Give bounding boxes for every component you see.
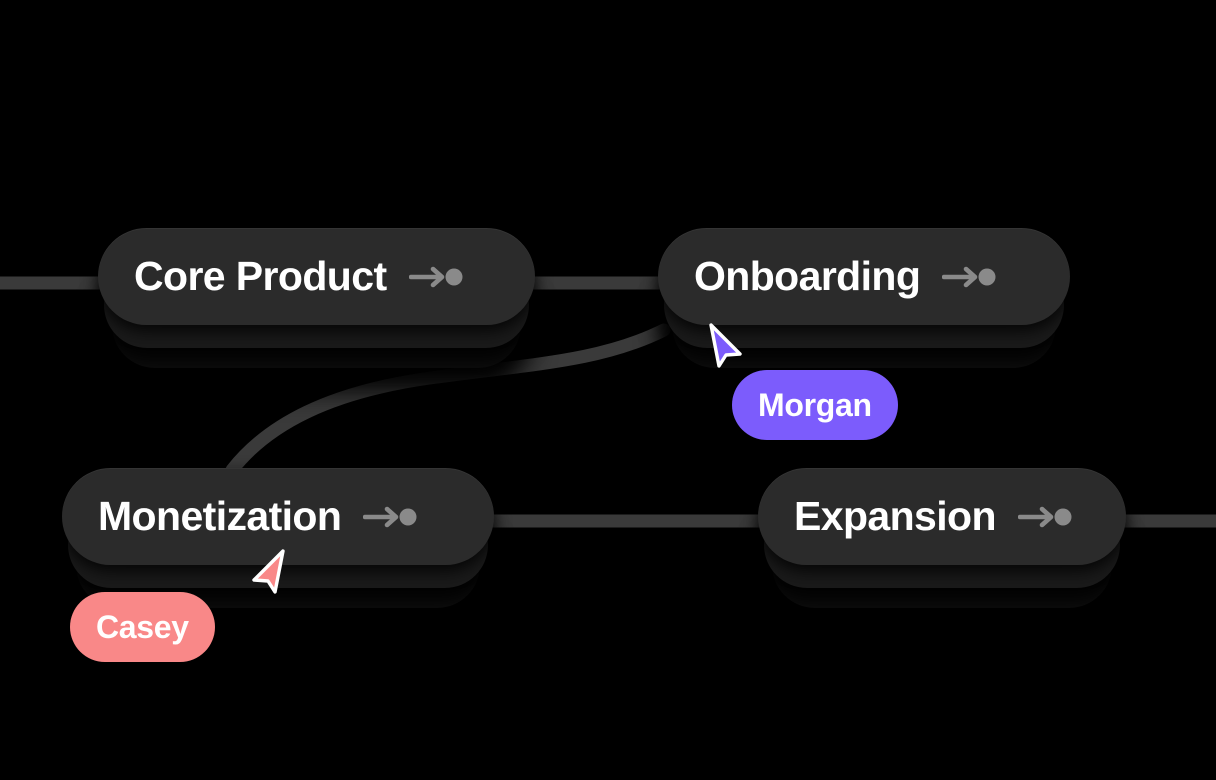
node-card-onboarding[interactable]: Onboarding [658,228,1070,325]
arrow-to-dot-icon[interactable] [1017,502,1072,532]
arrow-to-dot-icon[interactable] [363,502,417,532]
collaborator-name: Casey [96,608,189,645]
node-card-core-product[interactable]: Core Product [98,228,535,325]
node-expansion[interactable]: Expansion [742,468,1142,608]
node-label: Onboarding [694,253,921,299]
arrow-to-dot-icon[interactable] [942,262,996,292]
node-onboarding[interactable]: Onboarding [642,228,1086,368]
cursor-pointer-icon-morgan [706,322,746,368]
collaborator-name: Morgan [758,386,872,423]
node-label: Monetization [98,493,342,539]
node-label: Core Product [134,253,387,299]
node-card-monetization[interactable]: Monetization [62,468,494,565]
node-card-expansion[interactable]: Expansion [758,468,1126,565]
arrow-to-dot-icon[interactable] [408,262,463,292]
node-label: Expansion [794,493,997,539]
collaborator-badge-morgan[interactable]: Morgan [732,370,898,440]
cursor-pointer-icon-casey [248,548,288,594]
node-core-product[interactable]: Core Product [82,228,551,368]
collaborator-badge-casey[interactable]: Casey [70,592,215,662]
